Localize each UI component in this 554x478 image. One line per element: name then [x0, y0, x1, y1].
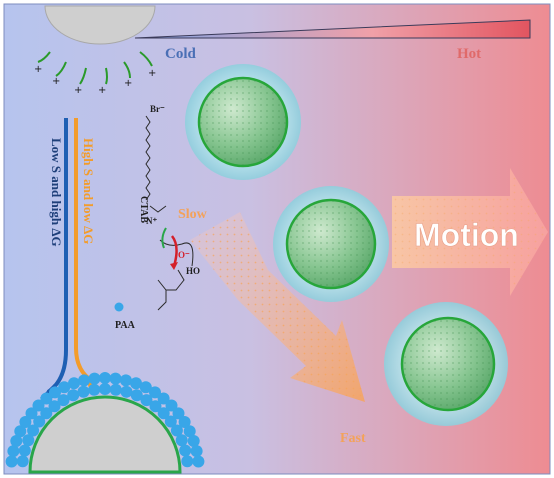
- paa-bead: [32, 399, 45, 412]
- n-plus-label: N⁺: [146, 216, 157, 226]
- ho-label: HO: [186, 266, 200, 276]
- paa-bead: [190, 445, 203, 458]
- paa-bead: [16, 455, 29, 468]
- paa-bead: [149, 386, 161, 399]
- paa-bead: [149, 400, 162, 413]
- paa-bead: [172, 407, 185, 420]
- cold-label: Cold: [165, 46, 197, 62]
- paa-bead: [57, 394, 70, 407]
- paa-bead: [140, 394, 153, 407]
- paa-bead: [25, 407, 38, 420]
- high-s-low-dg-label: High S and low ΔG: [81, 138, 96, 244]
- paa-bead: [157, 407, 170, 420]
- slow-label: Slow: [178, 207, 208, 222]
- paa-bead: [33, 415, 46, 428]
- paa-bead: [78, 374, 91, 387]
- paa-bead: [130, 389, 143, 402]
- svg-text:+: +: [98, 85, 106, 96]
- paa-bead: [48, 400, 61, 413]
- svg-text:+: +: [34, 64, 42, 75]
- hot-label: Hot: [457, 46, 481, 62]
- micromotor-middle: [273, 186, 389, 302]
- fast-label: Fast: [340, 431, 366, 446]
- micromotor-bottom: [384, 302, 508, 426]
- paa-bead: [109, 372, 122, 385]
- top-particle-with-surfactant: + + + + + +: [34, 5, 156, 96]
- paa-bead: [77, 385, 90, 398]
- motion-arrow: [392, 168, 548, 296]
- svg-text:+: +: [124, 78, 132, 89]
- paa-bead: [88, 372, 101, 385]
- interaction-red-arrowhead: [170, 262, 178, 270]
- paa-bead: [175, 434, 188, 447]
- paa-bead: [88, 383, 101, 396]
- paa-label: PAA: [115, 320, 136, 331]
- paa-bead: [178, 416, 191, 428]
- paa-bead: [187, 435, 200, 447]
- paa-bead: [170, 424, 183, 437]
- paa-bead: [19, 416, 32, 428]
- paa-bead: [183, 425, 196, 438]
- paa-bead: [40, 407, 53, 420]
- svg-text:+: +: [148, 68, 156, 79]
- paa-bead: [7, 445, 20, 458]
- svg-text:+: +: [52, 76, 60, 87]
- paa-bead: [27, 424, 40, 437]
- slow-to-fast-arrow: [190, 212, 365, 402]
- paa-bead: [165, 399, 178, 412]
- temperature-gradient-wedge: [134, 19, 531, 39]
- br-label: Br⁻: [150, 104, 165, 114]
- low-s-high-dg-label: Low S and high ΔG: [49, 138, 64, 247]
- paa-bead: [192, 455, 205, 468]
- svg-text:+: +: [74, 85, 82, 96]
- paa-bead: [139, 381, 152, 394]
- paa-bead: [58, 381, 71, 394]
- micromotor-top: [185, 64, 301, 180]
- paa-bead: [130, 377, 142, 390]
- paa-bead: [40, 392, 53, 405]
- paa-bead: [109, 383, 122, 396]
- paa-bead: [120, 385, 133, 398]
- paa-bead: [157, 392, 170, 405]
- paa-bead: [99, 372, 111, 384]
- paa-bead: [179, 444, 192, 457]
- paa-bead: [119, 374, 132, 387]
- paa-bead: [181, 455, 194, 468]
- paa-bead: [99, 383, 111, 395]
- paa-bead: [5, 455, 18, 468]
- paa-bead: [14, 425, 27, 438]
- ctab-green-curve: [161, 227, 167, 249]
- bottom-particle-with-paa: [5, 372, 205, 474]
- paa-bead: [67, 389, 80, 402]
- ctab-label: CTAB: [138, 196, 149, 223]
- paa-bead: [10, 435, 23, 447]
- paa-bead: [18, 444, 31, 457]
- o-minus-label: O⁻: [178, 250, 190, 260]
- motion-label: Motion: [414, 217, 519, 253]
- paa-bead: [49, 386, 61, 399]
- interaction-red-arrow: [170, 235, 178, 267]
- molecular-structure: [145, 115, 194, 311]
- paa-bead: [164, 415, 177, 428]
- paa-bead: [68, 377, 80, 390]
- paa-bead-icon: [114, 302, 124, 312]
- paa-bead: [22, 434, 35, 447]
